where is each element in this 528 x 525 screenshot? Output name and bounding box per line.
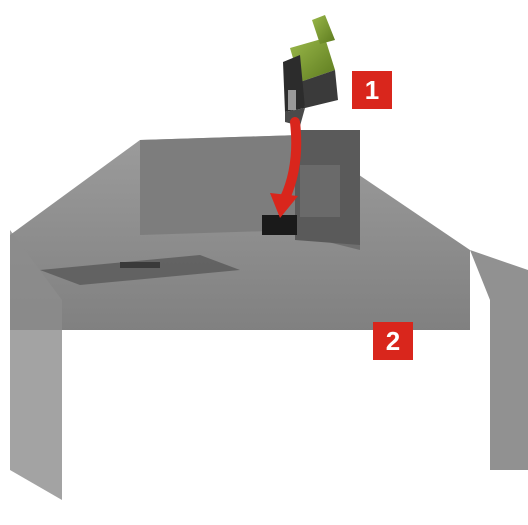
step-2-badge: 2 bbox=[373, 322, 413, 360]
staple-cartridge-icon bbox=[283, 15, 338, 126]
printer-body bbox=[10, 130, 528, 500]
step-1-badge: 1 bbox=[352, 71, 392, 109]
